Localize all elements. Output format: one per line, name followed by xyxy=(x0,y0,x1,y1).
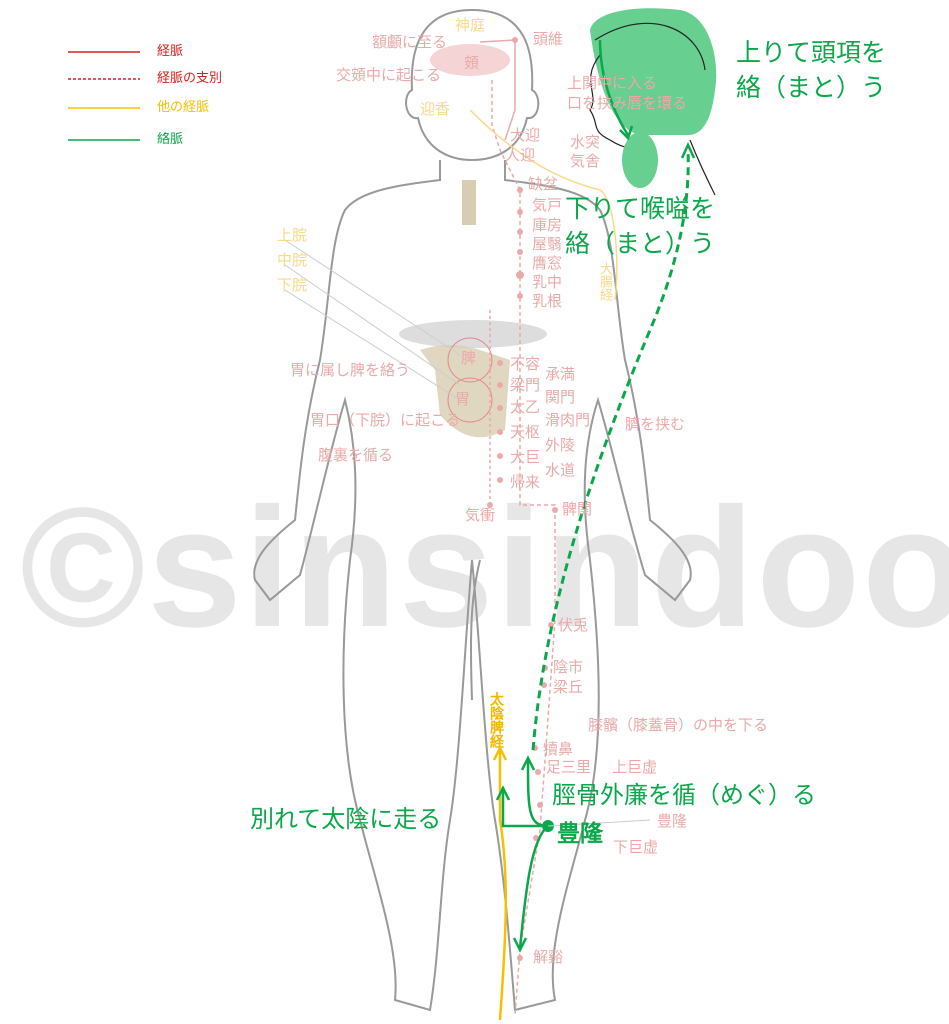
label-kisha: 気舎 xyxy=(570,152,601,170)
label-suitotsu: 水突 xyxy=(570,133,601,151)
label-ka: 頞 xyxy=(464,54,480,72)
luo-label-shin: 脛骨外廉を循（めぐ）る xyxy=(552,781,816,809)
stomach-meridian-line xyxy=(479,39,556,1016)
luo-label-throat-2: 絡（まと）う xyxy=(565,229,716,258)
legend-label-meridian: 経脈 xyxy=(157,44,184,59)
throat-area xyxy=(622,132,658,188)
spleen-circle xyxy=(447,337,493,383)
arrow-throat-icon xyxy=(619,125,634,141)
label-geikou: 迎香 xyxy=(420,100,451,118)
label-jokan: 上脘 xyxy=(277,226,308,244)
label-large-intestine-meridian: 大腸経 xyxy=(597,262,612,301)
luo-label-fenglong: 豊隆 xyxy=(557,821,603,847)
label-horyu-small: 豊隆 xyxy=(657,812,688,830)
label-shitsu: 膝髕（膝蓋骨）の中を下る xyxy=(588,716,769,734)
spleen-meridian-line xyxy=(498,750,508,1021)
body-outline xyxy=(253,8,692,1012)
luo-label-head-1: 上りて頭項を xyxy=(736,38,887,67)
luo-arrow-icons xyxy=(495,755,536,953)
label-okuei: 屋翳 xyxy=(532,235,563,253)
legend-label-branch: 経脈の支別 xyxy=(157,71,223,86)
label-ryoumon: 梁門 xyxy=(510,376,541,394)
luo-line-ascending xyxy=(531,149,690,751)
label-nyuchu: 乳中 xyxy=(532,273,563,291)
head-crown-area xyxy=(590,8,717,135)
label-kuchi: 口を挟み唇を環る xyxy=(567,94,688,112)
label-izoku: 胃に属し脾を絡う xyxy=(290,361,411,379)
legend-label-luo: 絡脈 xyxy=(157,132,184,147)
label-kishou: 気衝 xyxy=(465,506,496,524)
label-inshi: 陰市 xyxy=(553,658,584,676)
label-ikou: 胃口（下脘）に起こる xyxy=(310,411,461,429)
watermark: ©sinsindoo xyxy=(20,473,949,663)
diaphragm xyxy=(399,320,547,348)
label-jingei: 人迎 xyxy=(505,146,536,164)
label-spleen-meridian: 太陰脾経 xyxy=(488,692,504,748)
leader-lines xyxy=(284,239,651,827)
label-kirai: 帰来 xyxy=(510,473,541,491)
label-kouka: 交頞中に起こる xyxy=(336,66,442,84)
label-zui: 頭維 xyxy=(533,30,564,48)
label-daiko: 大巨 xyxy=(510,448,541,466)
label-gakuro: 額顱に至る xyxy=(372,33,448,51)
label-fukuri: 腹裏を循る xyxy=(318,446,394,464)
label-yousou: 膺窓 xyxy=(532,254,563,272)
arrow-head-icon xyxy=(680,142,696,159)
label-kaikei: 解谿 xyxy=(533,948,564,966)
label-kiko: 気戸 xyxy=(532,196,563,214)
label-ryokyu: 梁丘 xyxy=(553,678,584,696)
label-shouman: 承満 xyxy=(545,365,576,383)
label-daigei: 大迎 xyxy=(510,126,541,144)
label-kobou: 庫房 xyxy=(532,216,563,234)
legend-label-other: 他の経脈 xyxy=(157,100,210,115)
luo-label-throat-1: 下りて喉嗌を xyxy=(565,194,716,223)
label-joukan: 上関中に入る xyxy=(567,74,658,92)
label-gekokyo: 下巨虚 xyxy=(613,838,659,856)
forehead-area xyxy=(430,44,510,76)
label-chukan: 中脘 xyxy=(277,251,308,269)
label-saso: 臍を挟む xyxy=(625,415,686,433)
label-kanmon: 関門 xyxy=(545,388,576,406)
neck-profile xyxy=(689,139,716,196)
label-shentei: 神庭 xyxy=(455,16,486,34)
luo-label-branch: 別れて太陰に走る xyxy=(250,805,442,833)
label-nyukon: 乳根 xyxy=(532,292,563,310)
spleen-arrow-icon xyxy=(492,745,508,761)
label-gekan: 下脘 xyxy=(277,276,308,294)
label-suidou: 水道 xyxy=(545,461,576,479)
trachea xyxy=(462,180,476,225)
label-katsunikumon: 滑肉門 xyxy=(545,411,591,429)
label-gairyou: 外陵 xyxy=(545,436,576,454)
label-jokokyo: 上巨虚 xyxy=(612,758,658,776)
stomach-circle xyxy=(447,377,493,423)
label-fuyou: 不容 xyxy=(510,355,541,373)
acupoint-dots xyxy=(487,37,558,961)
label-taiitsu: 太乙 xyxy=(510,398,541,416)
label-stomach: 胃 xyxy=(455,390,471,408)
label-spleen: 脾 xyxy=(461,349,477,367)
luo-line-throat xyxy=(598,39,630,136)
label-ketsubon: 缺盆 xyxy=(528,175,559,193)
head-profile xyxy=(594,22,706,71)
label-tokubi: 犢鼻 xyxy=(543,740,574,758)
large-intestine-meridian-line xyxy=(469,109,618,301)
label-tensu: 天枢 xyxy=(510,423,541,441)
label-ashisanri: 足三里 xyxy=(546,758,592,776)
label-hikan: 髀関 xyxy=(562,500,593,518)
stomach-organ xyxy=(420,345,510,438)
label-futo: 伏兎 xyxy=(558,616,589,634)
luo-label-head-2: 絡（まと）う xyxy=(736,73,887,102)
